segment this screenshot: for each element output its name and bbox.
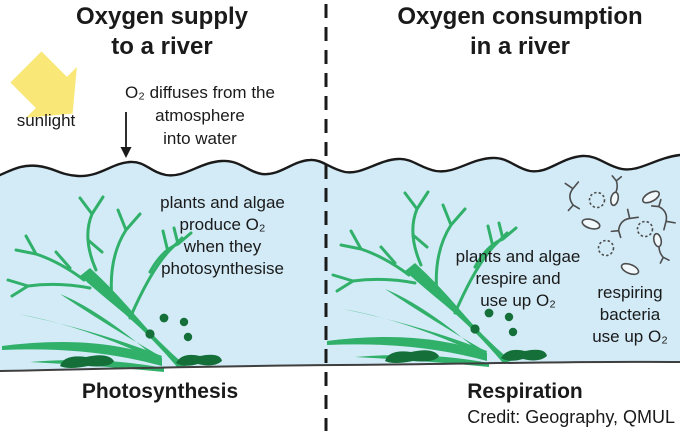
bacteria-label: respiring bacteria use up O₂ <box>592 283 668 346</box>
credit-label: Credit: Geography, QMUL <box>467 407 675 427</box>
process-right-label: Respiration <box>467 380 583 403</box>
diffusion-arrow-icon <box>120 112 132 158</box>
sunlight-label: sunlight <box>16 111 76 130</box>
plants-respire-label: plants and algae respire and use up O₂ <box>455 247 581 310</box>
title-right: Oxygen consumption in a river <box>397 3 643 60</box>
supply-label: plants and algae produce O₂ when they ph… <box>160 193 285 278</box>
sunlight-arrow-icon <box>10 51 77 118</box>
riverbed-line <box>0 360 680 372</box>
diffusion-label: O₂ diffuses from the atmosphere into wat… <box>125 83 275 148</box>
water-surface-line <box>0 153 680 178</box>
title-left: Oxygen supply to a river <box>75 3 249 60</box>
process-left-label: Photosynthesis <box>81 380 239 403</box>
